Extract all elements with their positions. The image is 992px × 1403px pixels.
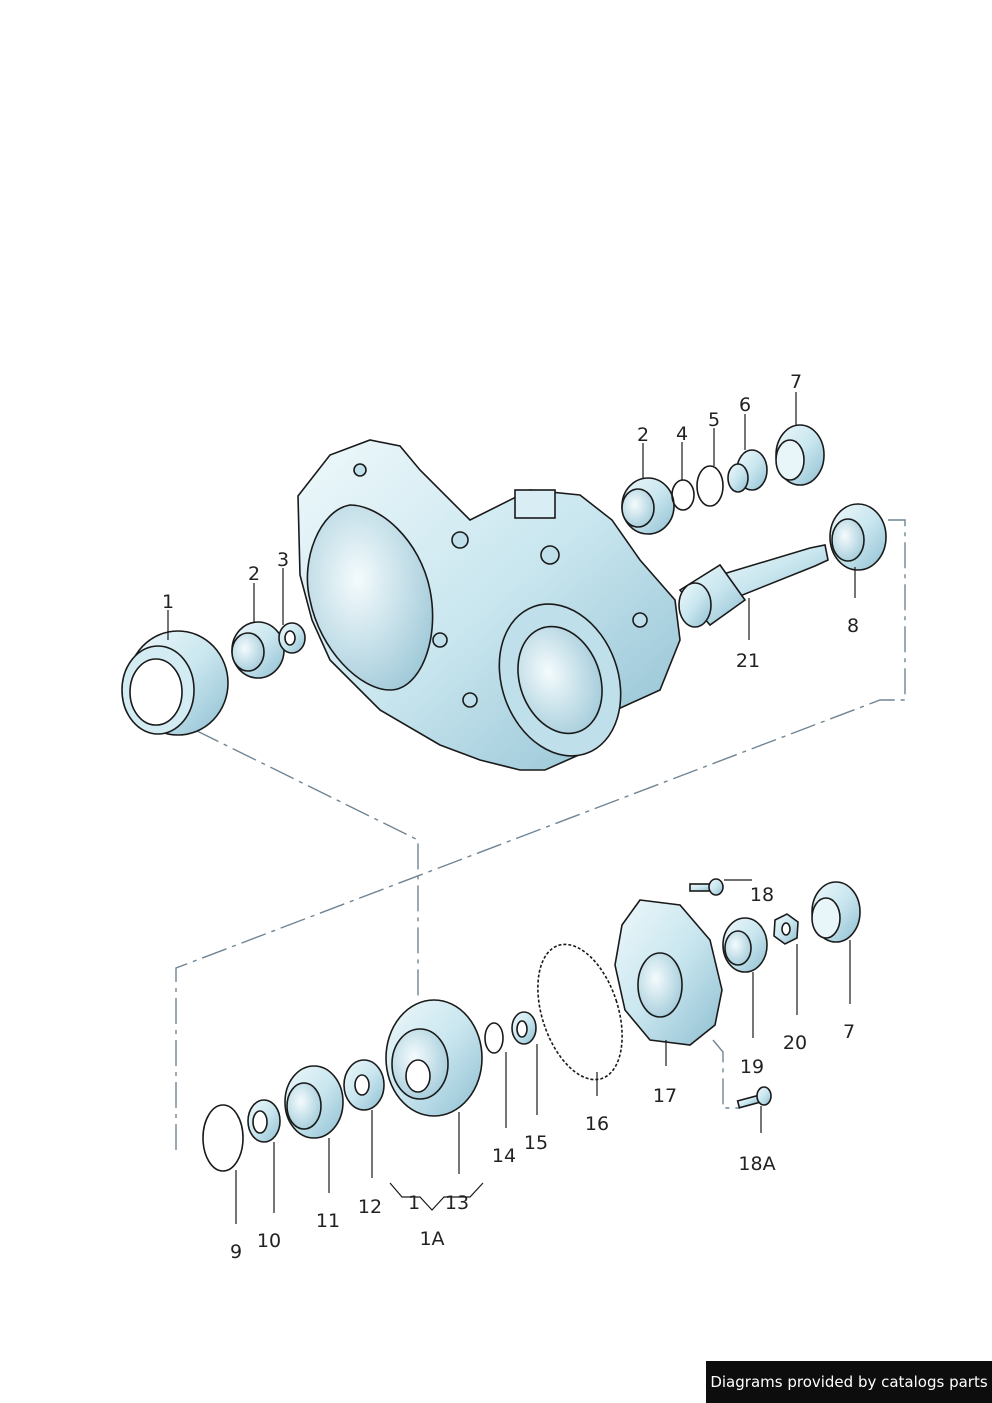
part-12-gear <box>343 1059 385 1111</box>
part-10-bearing-race <box>247 1099 281 1143</box>
callout-4: 4 <box>676 423 688 445</box>
footer-credit-text: Diagrams provided by catalogs parts <box>710 1373 988 1391</box>
callout-2-left: 2 <box>248 563 260 585</box>
part-19-bearing <box>722 917 768 973</box>
callout-7-bottom: 7 <box>843 1021 855 1043</box>
part-18A-stud <box>736 1086 772 1109</box>
part-4-shim <box>671 479 695 511</box>
callout-18A: 18A <box>738 1153 775 1175</box>
callout-1A: 1A <box>419 1228 444 1250</box>
callout-21: 21 <box>736 650 760 672</box>
callout-14: 14 <box>492 1145 516 1167</box>
part-7-cap-top <box>775 424 825 486</box>
callout-8: 8 <box>847 615 859 637</box>
callout-10: 10 <box>257 1230 281 1252</box>
callout-1: 1 <box>162 591 174 613</box>
callout-6: 6 <box>739 394 751 416</box>
part-2-bearing-right <box>621 477 675 535</box>
leader-lines <box>167 392 856 1224</box>
part-1-sliding-sleeve <box>121 630 229 736</box>
callout-12: 12 <box>358 1196 382 1218</box>
part-9-circlip <box>202 1104 244 1172</box>
transmission-housing <box>297 439 681 771</box>
callout-3: 3 <box>277 549 289 571</box>
callout-13: 13 <box>445 1192 469 1214</box>
assembly-centerlines <box>175 519 906 1150</box>
part-11-bearing <box>284 1065 344 1139</box>
callout-7-top: 7 <box>790 371 802 393</box>
callout-20: 20 <box>783 1032 807 1054</box>
callout-18: 18 <box>750 884 774 906</box>
part-2-bearing-left <box>231 621 285 679</box>
part-13-gear <box>385 999 483 1117</box>
part-20-hex-nut <box>773 913 799 945</box>
callout-1-in-kit: 1 <box>408 1192 420 1214</box>
callout-2-right: 2 <box>637 424 649 446</box>
part-14-thrust-washer <box>484 1022 504 1054</box>
part-8-bearing <box>829 503 887 571</box>
callout-11: 11 <box>316 1210 340 1232</box>
callout-labels: 1 2 3 2 4 5 6 7 8 21 18 7 20 19 17 16 15… <box>162 371 859 1263</box>
callout-9: 9 <box>230 1241 242 1263</box>
callout-15: 15 <box>524 1132 548 1154</box>
part-3-ring <box>278 622 306 654</box>
callout-5: 5 <box>708 409 720 431</box>
callout-16: 16 <box>585 1113 609 1135</box>
part-18-bolt <box>689 878 724 896</box>
part-21-pinion-shaft <box>678 544 829 628</box>
part-15-bush <box>511 1011 537 1045</box>
footer-credit-banner: Diagrams provided by catalogs parts <box>706 1361 992 1403</box>
callout-17: 17 <box>653 1085 677 1107</box>
part-7-cap-bottom <box>811 881 861 943</box>
callout-19: 19 <box>740 1056 764 1078</box>
part-17-bearing-cover <box>614 899 723 1046</box>
part-6-nut <box>727 449 768 493</box>
part-5-circlip <box>696 465 724 507</box>
part-16-gasket <box>537 943 623 1081</box>
